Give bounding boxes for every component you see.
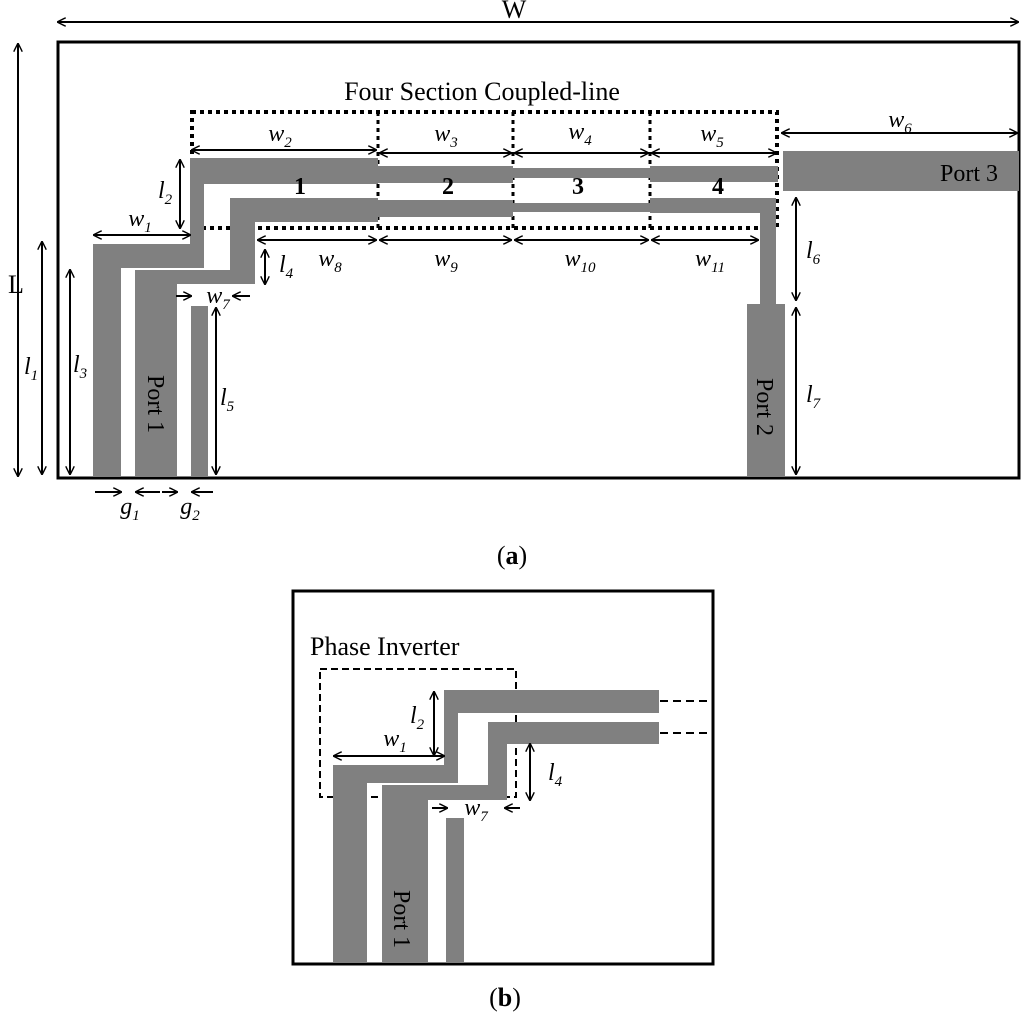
dim-label-l3: l3 [73, 352, 87, 382]
port1-strip [135, 270, 177, 476]
caption-a: (a) [497, 541, 527, 570]
port2-label: Port 2 [751, 378, 777, 436]
dim-label-l7: l7 [806, 382, 822, 412]
dim-label-w7: w7 [206, 283, 231, 313]
b-dim-label-l2: l2 [410, 703, 425, 733]
dim-label-l2: l2 [158, 178, 173, 208]
port3-label: Port 3 [940, 161, 998, 187]
dim-label-L: L [8, 270, 24, 299]
substrate-board-b [291, 589, 715, 966]
figure-a: W L Four Section Coupled-line [8, 0, 1021, 570]
b-stub-strip [446, 818, 464, 963]
dim-label-l4: l4 [279, 252, 294, 282]
coupled-line-lower-sec3 [513, 203, 650, 212]
b-outer-riser [444, 690, 458, 783]
section-number-2: 2 [442, 174, 454, 200]
section-number-3: 3 [572, 174, 584, 200]
coupled-line-lower-sec1 [230, 198, 378, 222]
b-lower-line [488, 722, 659, 744]
port2-strip [747, 304, 785, 476]
coupled-line-upper-sec3 [513, 168, 650, 178]
dim-label-w11: w11 [695, 246, 725, 276]
section-number-1: 1 [294, 174, 306, 200]
dim-label-w3: w3 [434, 121, 458, 151]
coupled-line-title: Four Section Coupled-line [344, 77, 620, 106]
figure-b: Phase Inverter w1 l2 l4 w7 [291, 589, 715, 1012]
dim-label-w8: w8 [318, 246, 342, 276]
coupled-line-upper-sec2 [378, 166, 513, 183]
dim-label-g2: g2 [180, 494, 200, 524]
section-number-4: 4 [712, 174, 724, 200]
port3-line [783, 151, 1019, 191]
dim-label-w4: w4 [568, 119, 592, 149]
dim-label-w10: w10 [564, 246, 596, 276]
coupled-line-upper-sec4 [650, 166, 778, 182]
stub-strip-l5 [191, 306, 208, 476]
microstrip-traces-b [333, 690, 659, 963]
b-outer-horizontal [333, 765, 458, 783]
b-outer-vertical [333, 765, 367, 963]
dim-label-w1: w1 [128, 206, 152, 236]
outer-feed-vertical [93, 244, 121, 476]
b-dim-label-w1: w1 [383, 726, 407, 756]
coupled-line-lower-sec4 [650, 198, 775, 213]
dim-label-l5: l5 [220, 385, 235, 415]
outer-feed-riser [190, 158, 204, 268]
coupled-line-upper-sec1 [190, 158, 378, 184]
phase-inverter-title: Phase Inverter [310, 632, 460, 661]
b-port1-label: Port 1 [388, 890, 414, 948]
dim-label-w5: w5 [700, 121, 724, 151]
dim-label-l1: l1 [24, 354, 38, 384]
dim-label-w6: w6 [888, 107, 912, 137]
substrate-board-a [56, 40, 1021, 480]
b-inner-horizontal [382, 785, 507, 800]
dim-label-w2: w2 [268, 121, 292, 151]
port1-label-a: Port 1 [142, 375, 168, 433]
coupled-line-lower-sec2 [378, 200, 513, 217]
dim-label-w9: w9 [434, 246, 458, 276]
inner-feed-horizontal [135, 270, 255, 284]
b-dim-label-w7: w7 [464, 795, 489, 825]
b-upper-line [444, 690, 659, 713]
dim-label-l6: l6 [806, 238, 821, 268]
dim-label-W: W [502, 0, 527, 24]
b-port1-strip [382, 785, 428, 963]
port2-riser [760, 198, 776, 304]
caption-b: (b) [489, 983, 521, 1012]
outer-feed-horizontal [93, 244, 203, 268]
microstrip-traces-a [93, 151, 1019, 476]
dim-label-g1: g1 [120, 494, 140, 524]
b-dim-label-l4: l4 [548, 760, 563, 790]
